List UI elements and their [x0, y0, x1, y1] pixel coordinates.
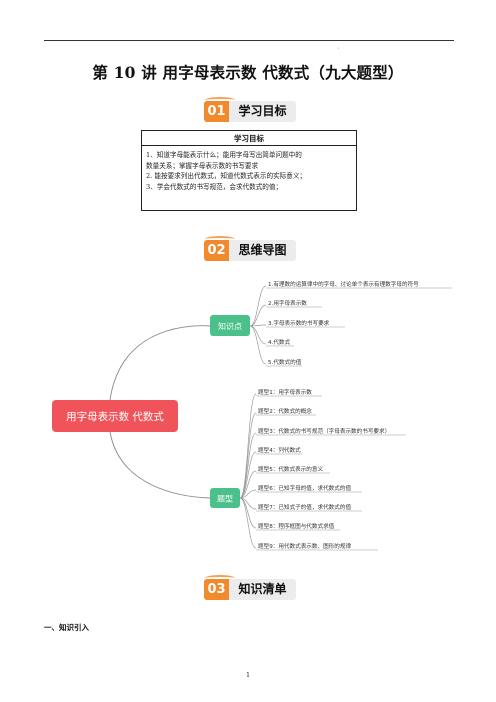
type-item: 题型2：代数式的概念 [258, 407, 312, 415]
goals-table-body: 1、知道字母能表示什么；能用字母写出简单问题中的 数量关系；掌握字母表示数的书写… [142, 146, 356, 192]
page-number: 1 [246, 672, 250, 679]
goal-line: 1、知道字母能表示什么；能用字母写出简单问题中的 [146, 151, 302, 159]
knowledge-item: 5.代数式的值 [268, 358, 302, 366]
type-item: 题型7：已知式子的值，求代数式的值 [258, 503, 351, 511]
mind-map: 用字母表示数 代数式 知识点 题型 1.有理数的运算律中的字母、讨论单个表示有理… [52, 280, 452, 551]
mindmap-root-label: 用字母表示数 代数式 [66, 410, 164, 423]
section-banner-goals: 01 学习目标 [204, 97, 296, 122]
banner-swoosh-decoration [205, 236, 235, 242]
section-label: 学习目标 [229, 101, 296, 122]
connector-root-types [109, 431, 211, 499]
banner-swoosh-decoration [205, 97, 235, 103]
goals-table: 学习目标 1、知道字母能表示什么；能用字母写出简单问题中的 数量关系；掌握字母表… [141, 130, 357, 211]
goal-line: 数量关系；掌握字母表示数的书写要求 [146, 161, 259, 170]
type-item: 题型4：列代数式 [258, 446, 301, 454]
knowledge-leaf-lines [249, 285, 267, 365]
mindmap-branch-knowledge-label: 知识点 [218, 321, 242, 331]
section-label: 思维导图 [229, 240, 296, 261]
goal-line: 3、学会代数式的书写规范，会求代数式的值； [146, 182, 283, 191]
section-number: 03 [204, 579, 229, 600]
page-title: 第 10 讲 用字母表示数 代数式（九大题型） [92, 63, 404, 82]
section-banner-checklist: 03 知识清单 [204, 575, 296, 600]
knowledge-item: 4.代数式 [268, 338, 291, 346]
types-leaf-lines [239, 393, 257, 549]
type-item: 题型3：代数式的书写规范（字母表示数的书写要求） [258, 427, 390, 435]
header-rule [44, 40, 454, 41]
subheading: 一、知识引入 [44, 623, 89, 632]
type-item: 题型6：已知字母的值，求代数式的值 [258, 484, 351, 492]
section-label: 知识清单 [229, 579, 296, 600]
type-item: 题型9：用代数式表示数、图形的规律 [258, 542, 351, 550]
mindmap-branch-types-label: 题型 [217, 495, 233, 504]
mindmap-branch-knowledge [210, 315, 250, 336]
header-mark: ' [338, 47, 340, 52]
goal-line: 2. 能按要求列出代数式，知道代数式表示的实际意义； [146, 172, 307, 180]
type-item: 题型1：用字母表示数 [258, 388, 312, 396]
section-number: 01 [204, 101, 229, 122]
banner-swoosh-decoration [205, 575, 235, 581]
section-number: 02 [204, 240, 229, 261]
knowledge-item: 3.字母表示数的书写要求 [268, 319, 330, 327]
knowledge-leaf-underlines [266, 287, 452, 367]
mindmap-root-node [52, 400, 178, 432]
mindmap-branch-types [210, 488, 240, 508]
connector-root-knowledge [109, 325, 211, 401]
section-banner-mindmap: 02 思维导图 [204, 236, 296, 261]
knowledge-item: 1.有理数的运算律中的字母、讨论单个表示有理数字母的符号 [268, 280, 419, 288]
type-item: 题型8：程序框图与代数式求值 [258, 522, 335, 530]
goals-table-heading: 学习目标 [142, 131, 356, 146]
types-leaf-underlines [256, 395, 406, 551]
type-item: 题型5：代数式表示的意义 [258, 465, 323, 473]
knowledge-item: 2.用字母表示数 [268, 299, 307, 307]
